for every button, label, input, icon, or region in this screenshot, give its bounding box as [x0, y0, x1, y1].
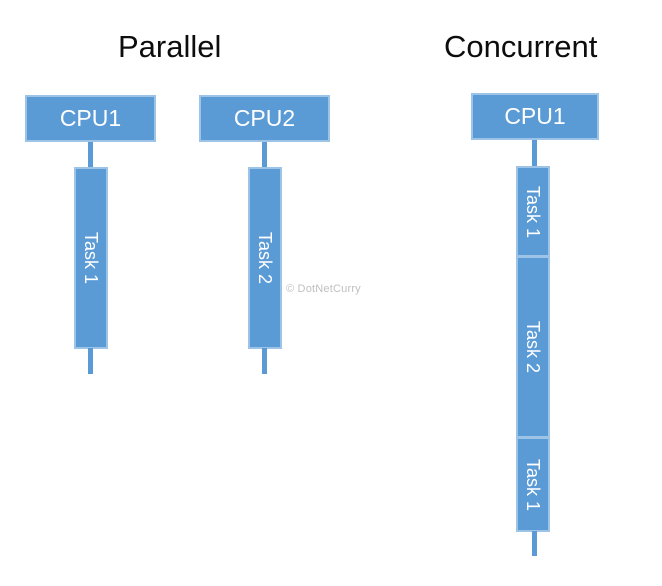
concurrent-cpu1-box: CPU1	[471, 93, 599, 140]
concurrent-cpu1-label: CPU1	[504, 103, 566, 129]
parallel-cpu1-label: CPU1	[59, 105, 122, 131]
concurrent-task-segment-3-label: Task 1	[523, 458, 543, 511]
concurrent-task-segment-2: Task 2	[516, 256, 550, 438]
parallel-task-bar-2: Task 2	[248, 167, 282, 349]
parallel-task-bar-2-label: Task 2	[255, 231, 275, 285]
parallel-cpu1-connector-top	[88, 142, 93, 168]
concurrent-task-segment-1: Task 1	[516, 166, 550, 257]
concurrent-cpu1-connector-top	[532, 140, 537, 167]
parallel-cpu2-connector-bottom	[262, 348, 267, 374]
parallel-cpu2-box: CPU2	[199, 95, 330, 142]
parallel-cpu1-box: CPU1	[25, 95, 156, 142]
parallel-task-bar-1: Task 1	[74, 167, 108, 349]
concurrent-heading: Concurrent	[444, 29, 598, 64]
parallel-task-bar-1-label: Task 1	[81, 231, 101, 285]
concurrent-task-segment-3: Task 1	[516, 437, 550, 532]
parallel-cpu2-label: CPU2	[233, 105, 296, 131]
parallel-heading: Parallel	[118, 29, 222, 64]
concurrent-cpu1-connector-bottom	[532, 531, 537, 556]
concurrent-task-segment-1-label: Task 1	[523, 185, 543, 238]
concurrent-task-segment-2-label: Task 2	[523, 320, 543, 374]
watermark-text: © DotNetCurry	[286, 283, 361, 295]
parallel-cpu1-connector-bottom	[88, 348, 93, 374]
parallel-cpu2-connector-top	[262, 142, 267, 168]
